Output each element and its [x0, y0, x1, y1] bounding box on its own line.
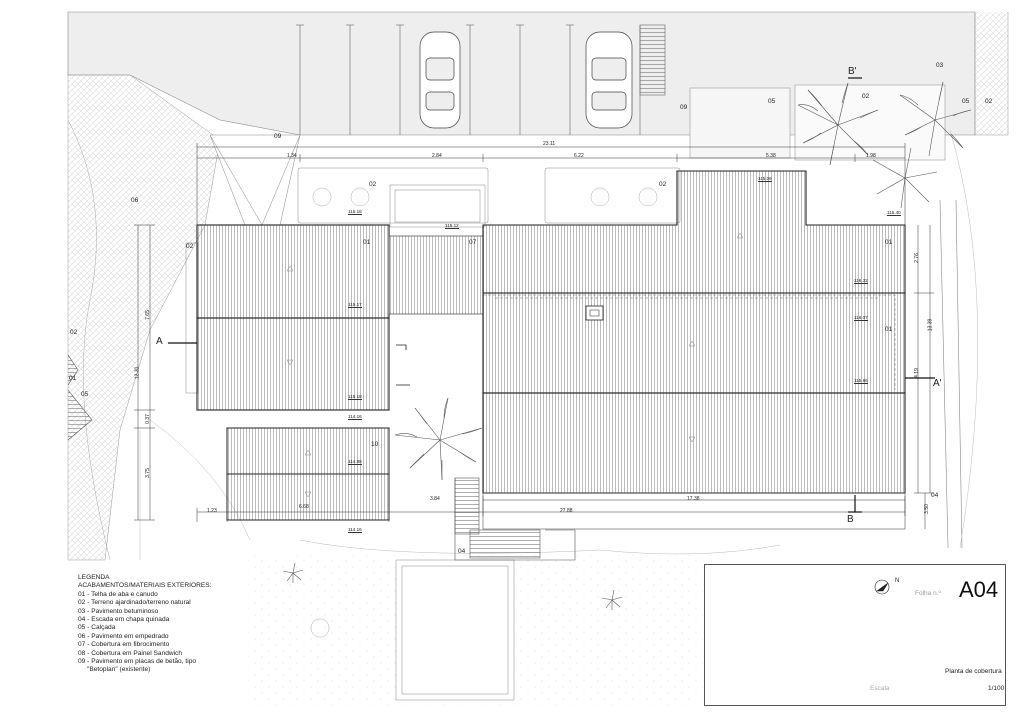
legend-item: 04 - Escada em chapa quinada: [78, 616, 170, 624]
section-mark-b-prime: B': [848, 66, 857, 77]
elevation-label: 116.32: [854, 278, 868, 284]
roof-block-south-west: [226, 427, 390, 521]
legend-subheading: ACABAMENTOS/MATERIAIS EXTERIORES:: [78, 582, 212, 590]
dimension-label: 13.39: [927, 318, 934, 332]
elevation-label: 114.16: [348, 414, 362, 420]
legend-item: 06 - Pavimento em empedrado: [78, 632, 169, 640]
dimension-label: 5.38: [766, 153, 776, 159]
tag-04: 04: [458, 548, 466, 555]
dimension-label: 1.34: [287, 153, 297, 159]
drawing-title: Planta de cobertura: [945, 668, 1002, 675]
parking-lot: [296, 24, 666, 135]
tag-06: 06: [131, 197, 139, 204]
section-mark-b: B: [847, 514, 854, 525]
legend: LEGENDA ACABAMENTOS/MATERIAIS EXTERIORES…: [78, 574, 212, 675]
section-mark-a: A: [156, 336, 163, 347]
legend-heading: LEGENDA: [78, 574, 110, 581]
tag-02: 02: [186, 243, 194, 250]
legend-item: 05 - Calçada: [78, 624, 116, 632]
slope-arrows: [286, 232, 744, 498]
dimension-label: 7.65: [144, 310, 151, 320]
roof-block-west: [196, 224, 390, 411]
elevation-label: 114.16: [348, 527, 362, 533]
paving-areas: [185, 84, 946, 701]
elevation-label: 115.40: [887, 210, 901, 216]
tag-05: 05: [768, 98, 776, 105]
car-1: [419, 31, 461, 129]
tag-02: 02: [862, 93, 870, 100]
elevation-label: 115.86: [854, 378, 868, 384]
tag-10: 10: [371, 441, 379, 448]
legend-item: 03 - Pavimento betuminoso: [78, 607, 159, 615]
legend-item: 08 - Cobertura em Painel Sandwich: [78, 649, 183, 657]
elevation-label: 114.88: [348, 459, 362, 465]
sheet-number-label: Folha n.º: [915, 590, 941, 597]
roof-link-fibrocement: [388, 235, 484, 386]
tag-01: 01: [885, 326, 893, 333]
dimension-label: 3.84: [430, 496, 440, 502]
north-label: N: [895, 578, 900, 584]
scale-label: Escala: [870, 685, 890, 692]
dimension-label: 2.84: [432, 153, 442, 159]
elevation-label: 116.07: [854, 315, 868, 321]
dimension-label: 0.37: [144, 414, 151, 424]
dimension-label: 4.19: [913, 368, 920, 378]
car-2: [585, 31, 633, 129]
tag-05: 05: [962, 98, 970, 105]
tag-01: 01: [363, 239, 371, 246]
legend-item: 09 - Pavimento em placas de betão, tipo: [78, 658, 197, 666]
tag-09: 09: [680, 104, 688, 111]
tag-01: 01: [885, 239, 893, 246]
dimension-label: 1.23: [207, 508, 217, 514]
stairs: [67, 354, 576, 561]
dimension-label: 2.76: [913, 253, 920, 263]
dimension-label: 17.38: [687, 496, 700, 502]
tag-02: 02: [70, 329, 78, 336]
elevation-label: 115.18: [348, 209, 362, 215]
tag-01: 01: [69, 375, 77, 382]
dimension-label: 27.88: [560, 508, 573, 514]
legend-item: 07 - Cobertura em fibrocimento: [78, 641, 170, 649]
elevation-label: 115.12: [445, 223, 459, 229]
dimension-label: 6.68: [299, 504, 309, 510]
tag-07: 07: [469, 239, 477, 246]
dimension-label: 12.30: [134, 366, 141, 380]
roof-block-east: [482, 170, 906, 530]
elevation-label: 115.06: [758, 176, 772, 182]
tag-02: 02: [985, 98, 993, 105]
dimension-label: 23.11: [543, 141, 556, 147]
dimension-label: 3.50: [923, 504, 930, 514]
palm-trees: [282, 81, 972, 610]
legend-item: 02 - Terreno ajardinado/terreno natural: [78, 599, 191, 607]
tag-09: 09: [274, 133, 282, 140]
title-block: N Folha n.º A04 Planta de cobertura Esca…: [704, 564, 1006, 706]
dimension-lines: [134, 143, 934, 529]
tag-05: 05: [81, 391, 89, 398]
tag-02: 02: [659, 181, 667, 188]
dimension-label: 1.98: [866, 153, 876, 159]
north-arrow-icon: [874, 579, 890, 595]
legend-item: 01 - Telha de aba e canudo: [78, 590, 158, 598]
sheet-number: A04: [959, 577, 999, 602]
dimension-label: 3.75: [144, 468, 151, 478]
elevation-label: 115.17: [348, 302, 362, 308]
legend-item: "Betoplan" (existente): [87, 666, 151, 674]
tag-02: 02: [369, 181, 377, 188]
section-mark-a-prime: A': [933, 378, 942, 389]
tag-03: 03: [936, 62, 944, 69]
scale-value: 1/100: [988, 685, 1005, 692]
tag-04: 04: [931, 492, 939, 499]
elevation-label: 115.18: [348, 394, 362, 400]
section-cut-marks: [168, 77, 935, 513]
dimension-label: 6.22: [574, 153, 584, 159]
